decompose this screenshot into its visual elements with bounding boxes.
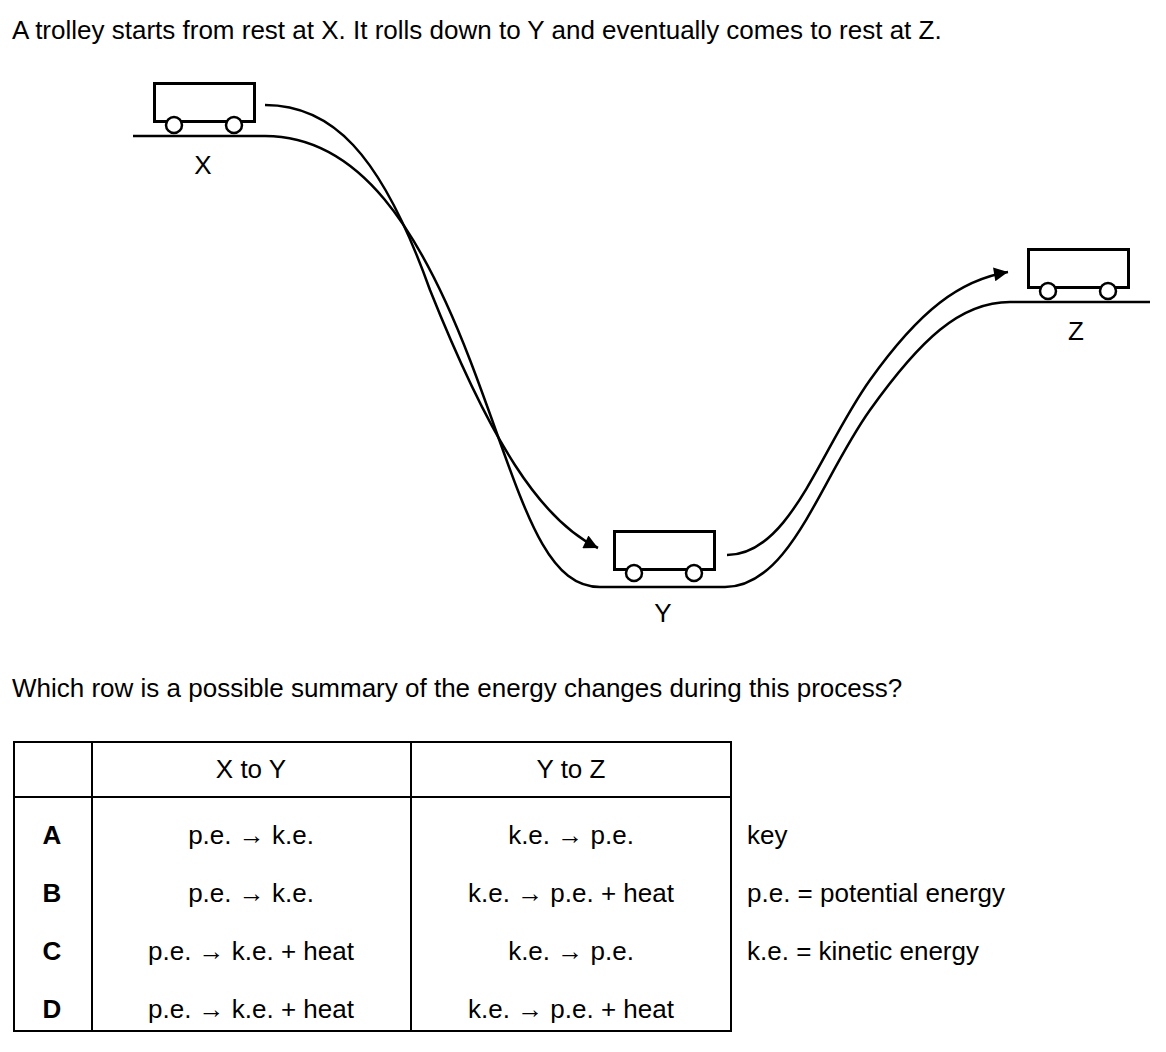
table-cell: k.e. → p.e.	[508, 819, 634, 851]
motion-arrow	[265, 105, 598, 548]
position-label: X	[194, 152, 211, 178]
row-letter: B	[43, 877, 62, 909]
trolley-icon	[153, 82, 257, 136]
ground-track	[133, 136, 1150, 587]
row-letter: C	[43, 935, 62, 967]
trolley-icon	[1027, 248, 1131, 302]
table-cell: k.e. → p.e. + heat	[468, 993, 674, 1025]
table-rule	[13, 796, 732, 798]
position-label: Z	[1068, 318, 1084, 344]
position-label: Y	[654, 600, 671, 626]
table-cell: p.e. → k.e.	[188, 819, 314, 851]
table-cell: k.e. → p.e.	[508, 935, 634, 967]
table-cell: p.e. → k.e. + heat	[148, 935, 354, 967]
row-letter: D	[43, 993, 62, 1025]
key-text: p.e. = potential energy	[747, 877, 1005, 909]
question-text: Which row is a possible summary of the e…	[12, 672, 902, 704]
table-header: X to Y	[216, 753, 286, 785]
key-text: key	[747, 819, 787, 851]
trolley-node: X	[150, 80, 265, 180]
table-cell: p.e. → k.e. + heat	[148, 993, 354, 1025]
trolley-node: Z	[1008, 246, 1133, 346]
question-text: A trolley starts from rest at X. It roll…	[12, 14, 942, 46]
trolley-node: Y	[598, 528, 718, 628]
trolley-icon	[613, 530, 717, 584]
motion-arrow	[727, 272, 1008, 555]
table-rule	[91, 741, 93, 1032]
table-header: Y to Z	[537, 753, 606, 785]
key-text: k.e. = kinetic energy	[747, 935, 979, 967]
table-rule	[410, 741, 412, 1032]
table-cell: k.e. → p.e. + heat	[468, 877, 674, 909]
table-border	[14, 742, 731, 1031]
table-cell: p.e. → k.e.	[188, 877, 314, 909]
row-letter: A	[43, 819, 62, 851]
